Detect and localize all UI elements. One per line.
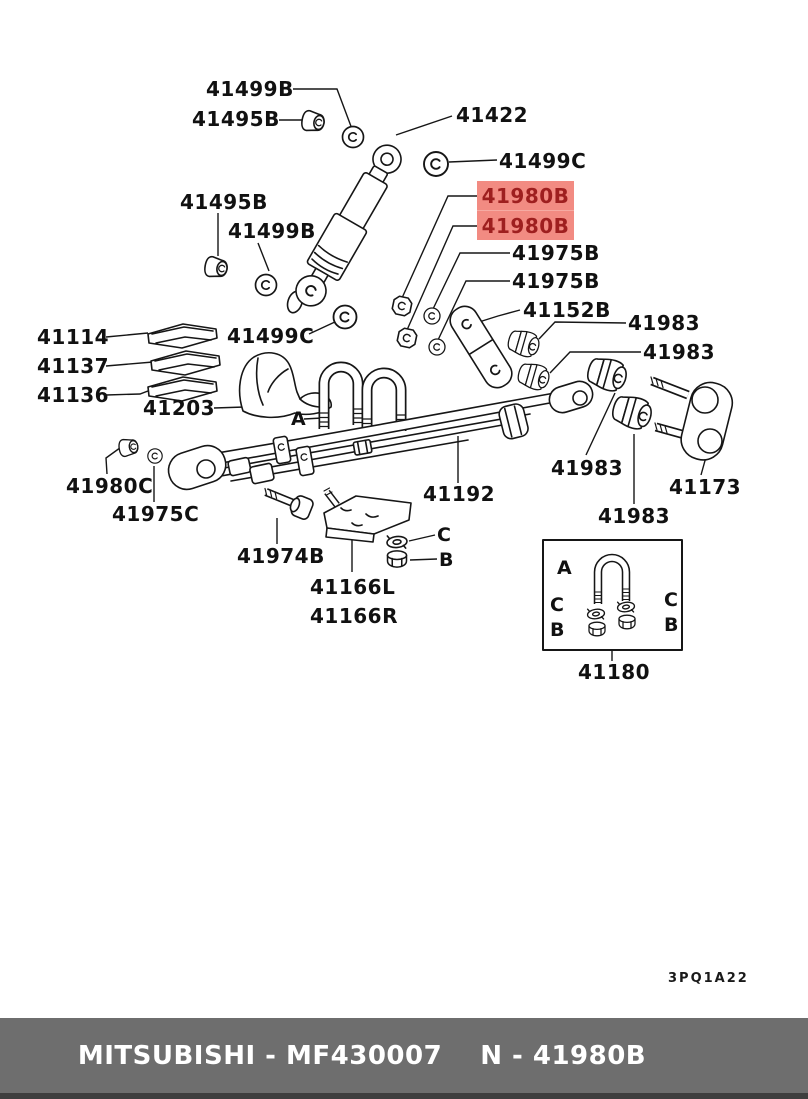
part-label-41499C-1: 41499C — [499, 149, 587, 173]
marker-a-main: A — [291, 408, 306, 430]
leaf-spring-drawing — [167, 380, 594, 491]
bushing-41983-2 — [516, 360, 552, 392]
shackle-41152B-drawing — [449, 305, 513, 389]
bushing-41980C — [118, 438, 139, 457]
inset-box-41180 — [542, 539, 683, 651]
bushing-41983-1 — [506, 327, 542, 359]
nut-41980B-2 — [396, 327, 417, 348]
part-label-41974B: 41974B — [237, 544, 325, 568]
washer-41975B-1 — [424, 308, 440, 324]
seat-plate-41166-drawing — [323, 487, 412, 543]
lock-washer-c — [385, 533, 409, 551]
marker-a-inset: A — [557, 557, 572, 579]
part-label-41499C-2: 41499C — [227, 324, 315, 348]
bump-stop-41203-drawing — [238, 352, 333, 419]
part-label-41180: 41180 — [578, 660, 651, 684]
part-label-41983-2: 41983 — [643, 340, 716, 364]
shock-absorber-drawing — [295, 144, 402, 307]
footer-right-text: N - 41980B — [480, 1040, 647, 1071]
bushing-41983-4 — [610, 392, 655, 432]
part-label-41975B-1: 41975B — [512, 241, 600, 265]
part-label-41422: 41422 — [456, 103, 529, 127]
washer-41499C-lower — [334, 306, 357, 329]
part-label-41173: 41173 — [669, 475, 742, 499]
highlighted-part-text-2: 41980B — [481, 213, 570, 238]
part-label-41203: 41203 — [143, 396, 216, 420]
part-label-41499B-1: 41499B — [206, 77, 294, 101]
part-label-41983-4: 41983 — [598, 504, 671, 528]
footer-left-text: MITSUBISHI - MF430007 — [77, 1040, 443, 1071]
part-label-41192: 41192 — [423, 482, 496, 506]
spring-pads-drawing — [147, 323, 221, 402]
bushing-41495B-upper — [300, 110, 325, 134]
part-label-41137: 41137 — [37, 354, 110, 378]
washer-41499B-upper — [343, 127, 364, 148]
part-label-41499B-2: 41499B — [228, 219, 316, 243]
highlighted-part-label-41980B-1: 41980B — [477, 181, 574, 211]
part-label-41166L: 41166L — [310, 575, 396, 599]
part-label-41495B-1: 41495B — [192, 107, 280, 131]
bolt-41974B-drawing — [264, 487, 314, 520]
part-label-41495B-2: 41495B — [180, 190, 268, 214]
marker-b-seat: B — [439, 549, 454, 571]
nut-41980B-1 — [391, 295, 412, 316]
bushing-41495B-lower — [203, 256, 228, 280]
marker-b-inset-right: B — [664, 614, 679, 636]
footer-bar: MITSUBISHI - MF430007 N - 41980B — [0, 1018, 808, 1099]
part-label-41152B: 41152B — [523, 298, 611, 322]
washer-41975B-2 — [429, 339, 445, 355]
diagram-code: 3PQ1A22 — [668, 971, 749, 986]
part-label-41980C: 41980C — [66, 474, 154, 498]
nut-b — [386, 550, 408, 568]
part-label-41136: 41136 — [37, 383, 110, 407]
part-label-41983-3: 41983 — [551, 456, 624, 480]
highlighted-part-label-41980B-2: 41980B — [477, 211, 574, 240]
leader-lines — [105, 88, 707, 661]
washer-41975C — [148, 449, 162, 463]
part-label-41975C: 41975C — [112, 502, 200, 526]
washer-41499B-lower — [256, 275, 277, 296]
part-label-41975B-2: 41975B — [512, 269, 600, 293]
marker-c-inset-left: C — [550, 594, 564, 616]
shackle-plate-41173-drawing — [650, 376, 734, 461]
marker-c-seat: C — [437, 524, 451, 546]
washer-41499C-upper — [424, 152, 448, 176]
part-label-41983-1: 41983 — [628, 311, 701, 335]
part-label-41166R: 41166R — [310, 604, 398, 628]
marker-c-inset-right: C — [664, 589, 678, 611]
marker-b-inset-left: B — [550, 619, 565, 641]
highlighted-part-text-1: 41980B — [481, 183, 570, 208]
u-bolts-drawing — [318, 361, 407, 435]
part-label-41114: 41114 — [37, 325, 110, 349]
